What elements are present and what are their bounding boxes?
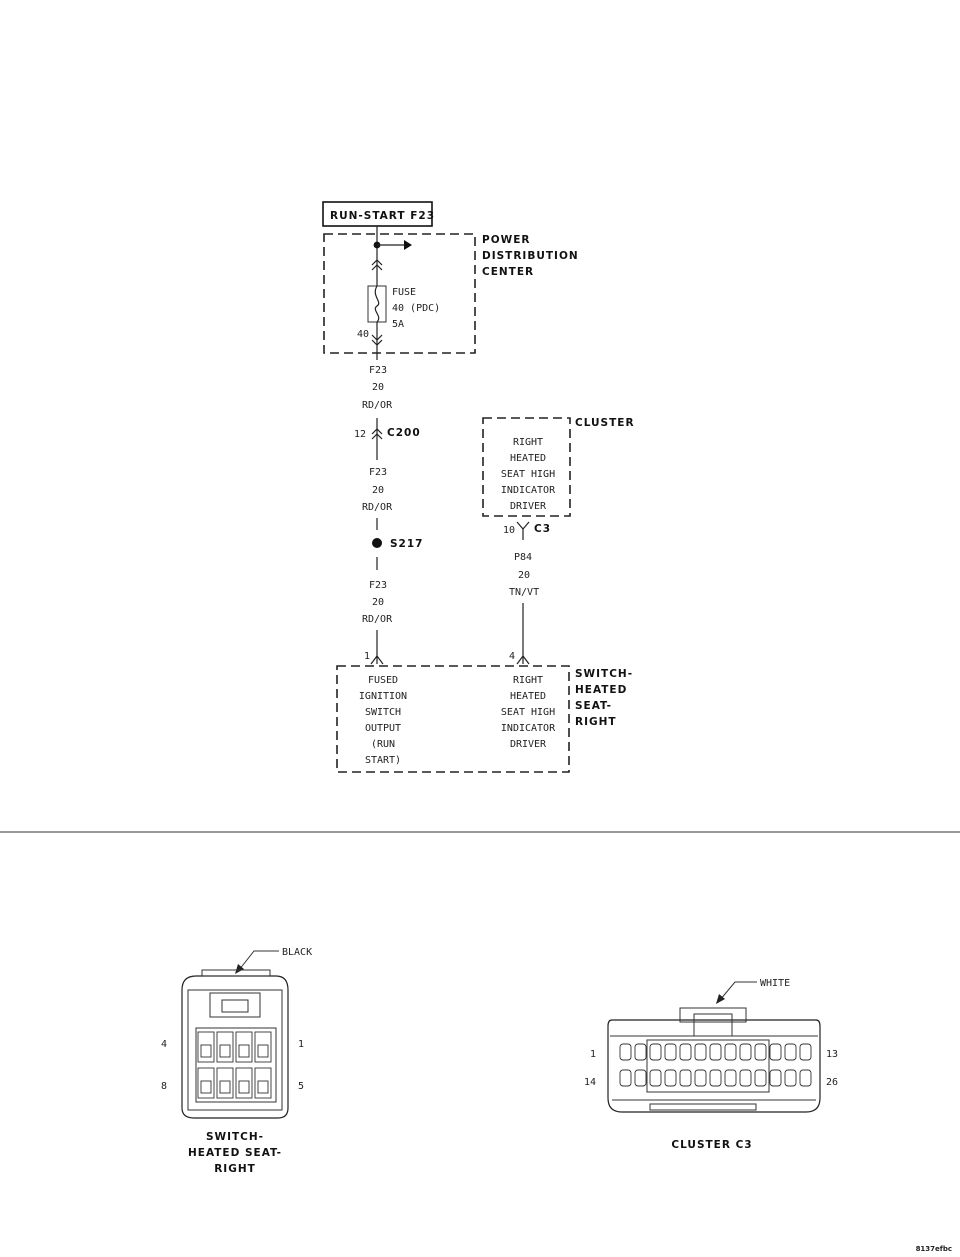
cluster-pin-label-26: 26 — [826, 1077, 838, 1088]
arrow-right-icon — [404, 240, 412, 250]
switch-left-text-1: FUSED — [368, 675, 398, 686]
switch-label-2: HEATED — [575, 684, 627, 696]
splice-s217-label: S217 — [390, 538, 423, 550]
wire-f23-circuit-2: F23 — [369, 467, 387, 478]
fuse-cavity: 40 — [357, 329, 369, 340]
wire-f23-gauge-1: 20 — [372, 382, 384, 393]
wire-p84-circuit: P84 — [514, 552, 532, 563]
switch-label-1: SWITCH- — [575, 668, 633, 680]
switch-right-text-3: SEAT HIGH — [501, 707, 555, 718]
switch-connector-caption-2: HEATED SEAT- — [188, 1147, 282, 1159]
wire-f23-color-3: RD/OR — [362, 614, 393, 625]
fuse-symbol — [367, 285, 387, 323]
switch-label-3: SEAT- — [575, 700, 612, 712]
cluster-label: CLUSTER — [575, 417, 635, 429]
switch-pin-label-8: 8 — [161, 1081, 167, 1092]
fuse-rating: 5A — [392, 319, 404, 330]
cluster-text-5: DRIVER — [510, 501, 547, 512]
circuit-title: RUN-START F23 — [330, 210, 435, 222]
wire-f23-color-2: RD/OR — [362, 502, 393, 513]
switch-connector-caption-1: SWITCH- — [206, 1131, 264, 1143]
switch-left-text-3: SWITCH — [365, 707, 401, 718]
switch-pin-label-5: 5 — [298, 1081, 304, 1092]
switch-label-4: RIGHT — [575, 716, 617, 728]
switch-left-text-5: (RUN — [371, 739, 395, 750]
switch-heated-seat-right: SWITCH- HEATED SEAT- RIGHT FUSED IGNITIO… — [336, 665, 633, 773]
c200-pin: 12 — [354, 429, 366, 440]
switch-pin-4: 4 — [509, 651, 515, 662]
splice-s217-dot — [372, 538, 382, 548]
cluster-text-2: HEATED — [510, 453, 546, 464]
switch-left-text-4: OUTPUT — [365, 723, 401, 734]
switch-connector-caption-3: RIGHT — [214, 1163, 256, 1175]
cluster-pin-label-14: 14 — [584, 1077, 596, 1088]
switch-connector-cavities — [197, 1031, 272, 1099]
cluster-connector-color: WHITE — [760, 978, 790, 989]
circuit-title-box: RUN-START F23 — [322, 201, 435, 227]
wire-f23-gauge-3: 20 — [372, 597, 384, 608]
connector-c3-label: C3 — [534, 523, 551, 535]
switch-left-text-6: START) — [365, 755, 401, 766]
wire-f23-gauge-2: 20 — [372, 485, 384, 496]
switch-right-text-1: RIGHT — [513, 675, 543, 686]
wire-f23-circuit-3: F23 — [369, 580, 387, 591]
wire-f23-color-1: RD/OR — [362, 400, 393, 411]
cluster-text-1: RIGHT — [513, 437, 543, 448]
switch-connector-color: BLACK — [282, 947, 312, 958]
cluster-pin-10: 10 — [503, 525, 515, 536]
cluster-pin-label-1: 1 — [590, 1049, 596, 1060]
figure-id: 8137efbc — [916, 1245, 952, 1253]
switch-right-text-5: DRIVER — [510, 739, 547, 750]
fuse-label: FUSE — [392, 287, 416, 298]
cluster-text-4: INDICATOR — [501, 485, 556, 496]
wire-f23-circuit-1: F23 — [369, 365, 387, 376]
switch-left-text-2: IGNITION — [359, 691, 407, 702]
pdc-label-line3: CENTER — [482, 266, 534, 278]
cluster-connector-cavities — [619, 1039, 812, 1093]
cluster-connector-caption: CLUSTER C3 — [671, 1139, 752, 1151]
wire-f23: F23 20 RD/OR 12 C200 F23 20 RD/OR S217 F… — [354, 365, 423, 665]
wire-p84: P84 20 TN/VT 4 — [509, 552, 539, 665]
cluster-text-3: SEAT HIGH — [501, 469, 555, 480]
switch-right-text-2: HEATED — [510, 691, 546, 702]
switch-pin-label-1: 1 — [298, 1039, 304, 1050]
connector-c200-label: C200 — [387, 427, 421, 439]
switch-pin-label-4: 4 — [161, 1039, 167, 1050]
pdc-label-line2: DISTRIBUTION — [482, 250, 579, 262]
fuse-element — [374, 285, 380, 323]
fuse-number: 40 (PDC) — [392, 303, 440, 314]
connector-view-switch: BLACK 4 1 8 5 SWITCH- — [161, 947, 312, 1175]
pdc-label-line1: POWER — [482, 234, 530, 246]
switch-pin-1: 1 — [364, 651, 370, 662]
connector-view-cluster-c3: WHITE — [584, 978, 838, 1151]
wire-p84-color: TN/VT — [509, 587, 539, 598]
switch-right-text-4: INDICATOR — [501, 723, 556, 734]
cluster-module: CLUSTER RIGHT HEATED SEAT HIGH INDICATOR… — [482, 417, 635, 540]
wire-p84-gauge: 20 — [518, 570, 530, 581]
power-distribution-center: POWER DISTRIBUTION CENTER FUSE 40 (PDC) … — [323, 226, 579, 360]
cluster-pin-label-13: 13 — [826, 1049, 838, 1060]
